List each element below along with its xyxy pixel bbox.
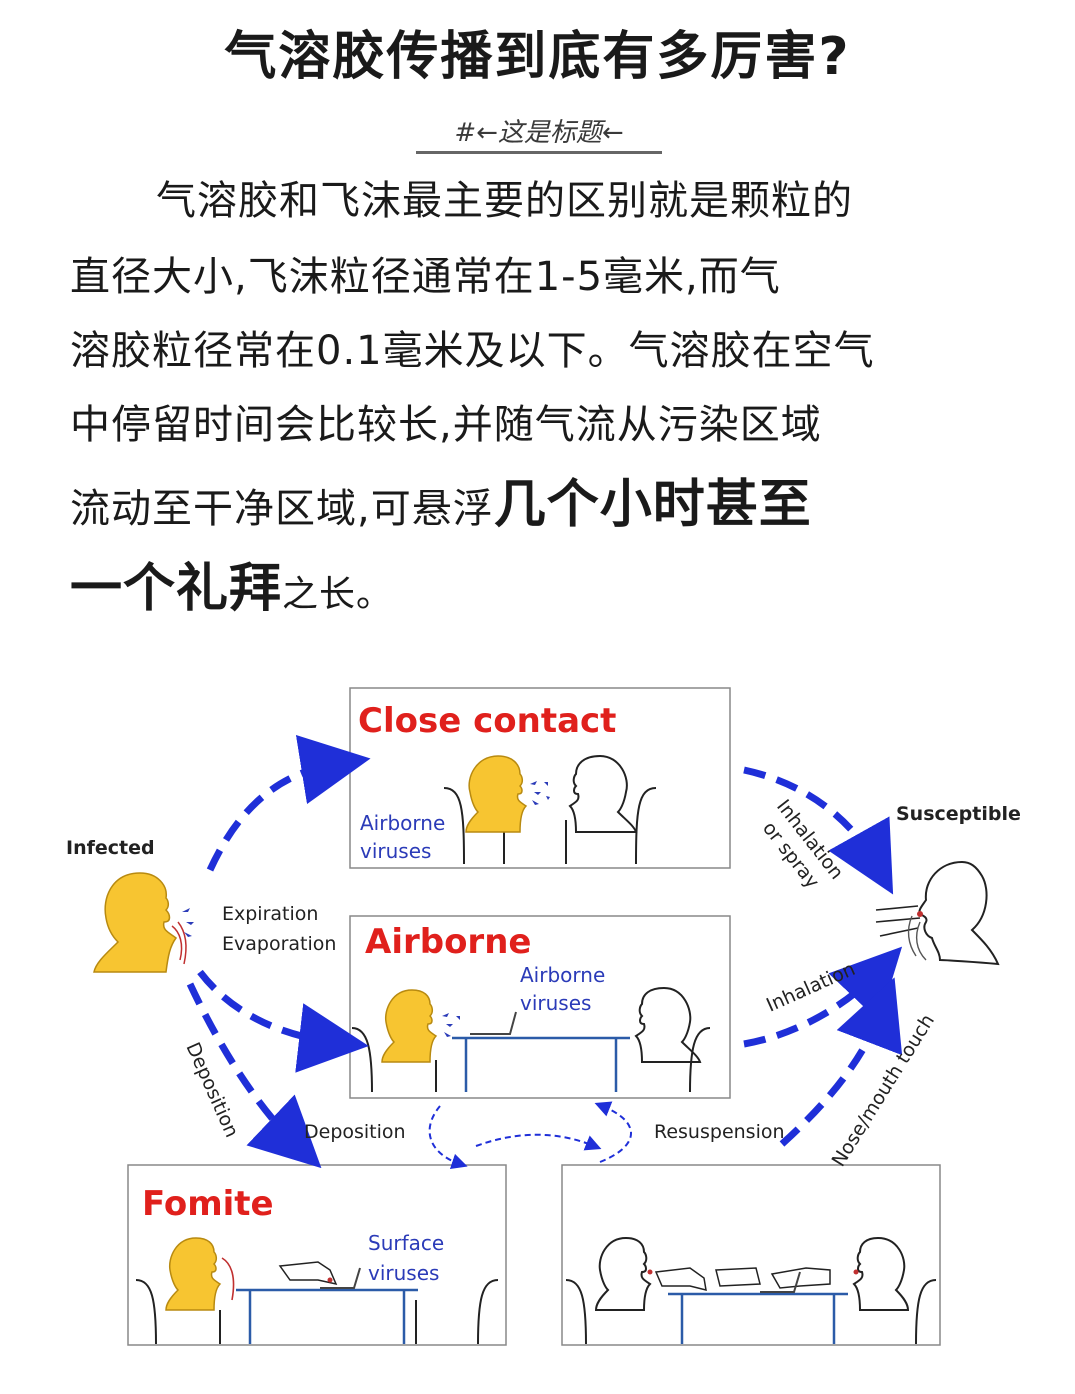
touch-left-head-icon bbox=[565, 1236, 653, 1345]
resuspension-label: Resuspension bbox=[654, 1121, 785, 1143]
fomite-hand-icon bbox=[278, 1261, 338, 1286]
paragraph-line-4: 中停留时间会比较长,并随气流从污染区域 bbox=[70, 402, 822, 448]
fomite-chairs bbox=[135, 1279, 499, 1345]
page-title: 气溶胶传播到底有多厉害? bbox=[224, 27, 851, 87]
paragraph-line-5: 流动至干净区域,可悬浮几个小时甚至 bbox=[70, 462, 812, 537]
inhalation-label: Inhalation bbox=[763, 958, 858, 1017]
susceptible-label: Susceptible bbox=[896, 803, 1021, 825]
airborne-droplets-icon bbox=[442, 1013, 460, 1037]
fomite-virus-label-2: viruses bbox=[368, 1261, 439, 1285]
title-annotation: #←这是标题← bbox=[416, 112, 662, 154]
fomite-table bbox=[236, 1267, 418, 1344]
paragraph-line-5-normal: 流动至干净区域,可悬浮 bbox=[70, 486, 494, 532]
airborne-virus-label-1: Airborne bbox=[520, 963, 605, 987]
close-contact-infected-head-icon bbox=[465, 755, 528, 833]
arrow-bottom-link bbox=[475, 1133, 602, 1151]
airborne-susceptible-head-icon bbox=[634, 986, 702, 1063]
arrow-to-airborne bbox=[197, 969, 369, 1073]
close-contact-virus-label-2: viruses bbox=[360, 839, 431, 863]
infected-head-icon bbox=[93, 872, 187, 973]
airborne-table bbox=[452, 1011, 630, 1092]
expiration-droplets-icon bbox=[182, 908, 194, 937]
close-contact-susceptible-head-icon bbox=[565, 754, 657, 865]
paragraph-line-6-normal: 之长。 bbox=[282, 574, 394, 615]
nose-mouth-touch-label: Nose/mouth touch bbox=[828, 1010, 939, 1170]
susceptible-head-icon bbox=[875, 860, 1000, 966]
touch-hands-icon bbox=[654, 1267, 831, 1292]
touch-right-head-icon bbox=[852, 1236, 937, 1345]
arrow-close-to-susceptible bbox=[743, 766, 894, 895]
infected-label: Infected bbox=[66, 837, 155, 859]
airborne-virus-label-2: viruses bbox=[520, 991, 591, 1015]
arrows bbox=[186, 734, 903, 1169]
paragraph-line-1: 气溶胶和飞沫最主要的区别就是颗粒的 bbox=[156, 178, 853, 224]
close-contact-droplets-icon bbox=[530, 781, 550, 805]
fomite-infected-head-icon bbox=[165, 1237, 235, 1311]
touch-table bbox=[668, 1271, 848, 1344]
transmission-diagram: Close contact Airborne Fomite Airborne v… bbox=[66, 687, 1021, 1346]
paragraph-line-6-emphasis: 一个礼拜 bbox=[70, 559, 283, 619]
arrow-touch-to-susceptible bbox=[779, 977, 903, 1147]
close-contact-title: Close contact bbox=[358, 701, 616, 741]
close-contact-virus-label-1: Airborne bbox=[360, 811, 445, 835]
deposition-mid-label: Deposition bbox=[304, 1121, 406, 1143]
thin-arrows bbox=[428, 1101, 632, 1170]
touch-panel bbox=[561, 1164, 941, 1346]
deposition-left-label: Deposition bbox=[181, 1039, 242, 1141]
paragraph-line-3: 溶胶粒径常在0.1毫米及以下。气溶胶在空气 bbox=[70, 328, 875, 374]
close-contact-panel bbox=[349, 687, 731, 869]
paragraph-line-6: 一个礼拜之长。 bbox=[70, 546, 393, 621]
paragraph-line-5-emphasis: 几个小时甚至 bbox=[493, 475, 812, 535]
evaporation-label: Evaporation bbox=[222, 933, 336, 955]
paragraph-line-2: 直径大小,飞沫粒径通常在1-5毫米,而气 bbox=[70, 254, 781, 300]
arrow-to-close-contact bbox=[206, 734, 371, 872]
arrow-deposition-mid bbox=[428, 1105, 468, 1170]
arrow-to-fomite bbox=[186, 982, 322, 1169]
fomite-virus-label-1: Surface bbox=[368, 1231, 444, 1255]
airborne-infected-head-icon bbox=[381, 989, 438, 1063]
fomite-title: Fomite bbox=[142, 1184, 274, 1224]
arrow-resuspension bbox=[594, 1101, 632, 1163]
airborne-title: Airborne bbox=[365, 922, 531, 962]
expiration-label: Expiration bbox=[222, 903, 318, 925]
